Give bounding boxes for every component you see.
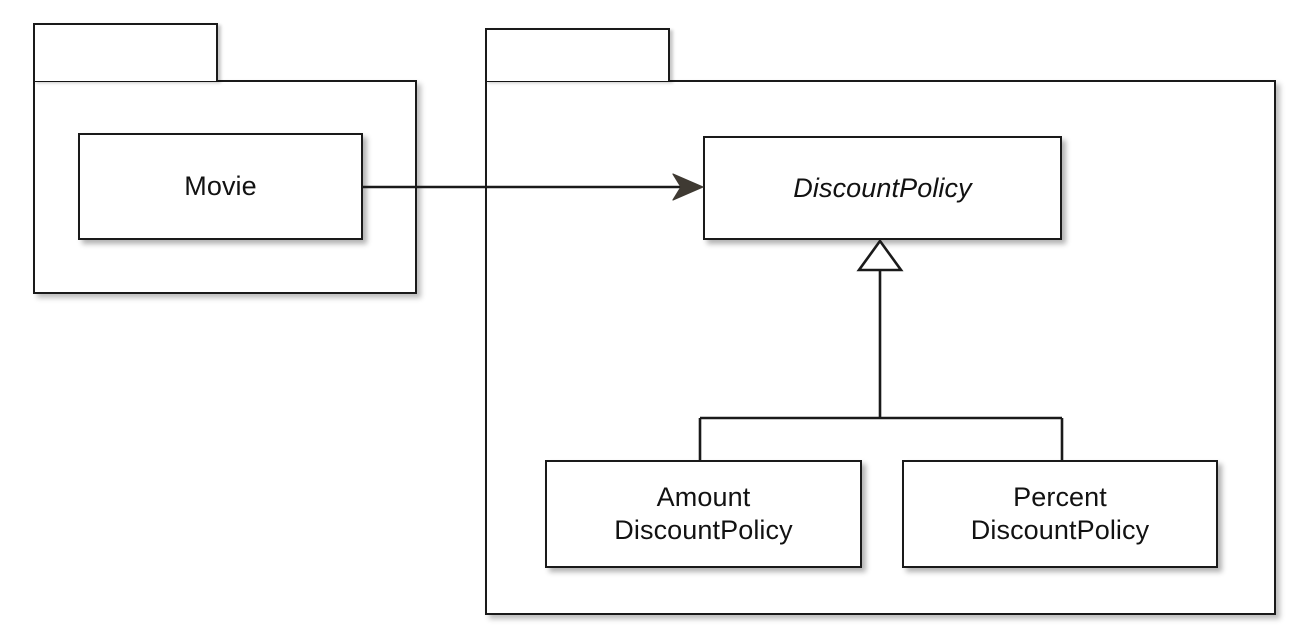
package-tab-movie[interactable]	[33, 23, 218, 81]
class-name-amount-discount-policy: Amount DiscountPolicy	[614, 482, 793, 545]
class-box-movie[interactable]: Movie	[78, 133, 363, 240]
class-box-discount-policy[interactable]: DiscountPolicy	[703, 136, 1062, 240]
class-name-percent-discount-policy: Percent DiscountPolicy	[970, 482, 1150, 545]
class-name-movie: Movie	[184, 171, 257, 202]
class-box-amount-discount-policy[interactable]: Amount DiscountPolicy	[545, 460, 862, 568]
class-box-percent-discount-policy[interactable]: Percent DiscountPolicy	[902, 460, 1218, 568]
package-tab-discount[interactable]	[485, 28, 670, 81]
class-name-discount-policy: DiscountPolicy	[793, 172, 972, 203]
